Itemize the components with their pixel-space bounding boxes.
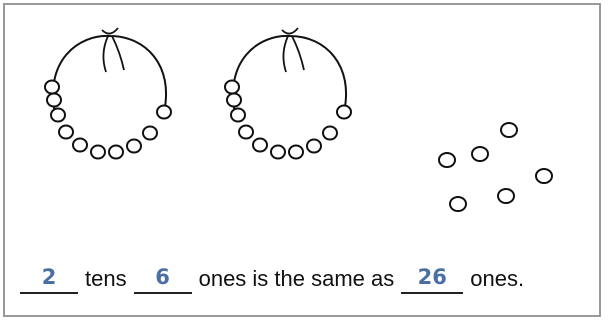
tens-label: tens [85, 266, 127, 291]
loose-bead [535, 168, 553, 184]
ones-same-as-label: ones is the same as [198, 266, 395, 291]
ring-bead [126, 138, 142, 154]
ring-knot [281, 27, 305, 73]
ring-bead [44, 79, 60, 95]
ring-bead [230, 107, 246, 123]
ring-bead [306, 138, 322, 154]
bead-ring [224, 27, 352, 160]
ring-bead [156, 104, 172, 120]
ring-bead [252, 137, 268, 153]
loose-bead [449, 196, 467, 212]
bead-ring [44, 27, 172, 160]
ring-bead [142, 125, 158, 141]
ones-end-label: ones. [470, 266, 525, 291]
ring-knot [101, 27, 125, 73]
ring-bead [226, 92, 242, 108]
ring-bead [238, 124, 254, 140]
fill-in-sentence: 2 tens 6 ones is the same as 26 ones. [20, 254, 600, 294]
loose-bead [500, 122, 518, 138]
ring-bead [72, 137, 88, 153]
ring-string [52, 34, 167, 119]
loose-bead [497, 188, 515, 204]
ring-bead [336, 104, 352, 120]
ring-bead [58, 124, 74, 140]
loose-bead [471, 146, 489, 162]
ring-bead [108, 144, 124, 160]
ring-bead [224, 79, 240, 95]
ring-bead [270, 144, 286, 160]
ring-bead [322, 125, 338, 141]
ring-bead [288, 144, 304, 160]
ring-bead [90, 144, 106, 160]
tens-answer-blank[interactable]: 2 [20, 264, 78, 294]
ring-bead [50, 107, 66, 123]
ring-string [232, 34, 347, 119]
ones-answer-blank[interactable]: 6 [133, 264, 192, 294]
loose-bead [438, 152, 456, 168]
total-answer-blank[interactable]: 26 [401, 264, 464, 294]
ring-bead [46, 92, 62, 108]
